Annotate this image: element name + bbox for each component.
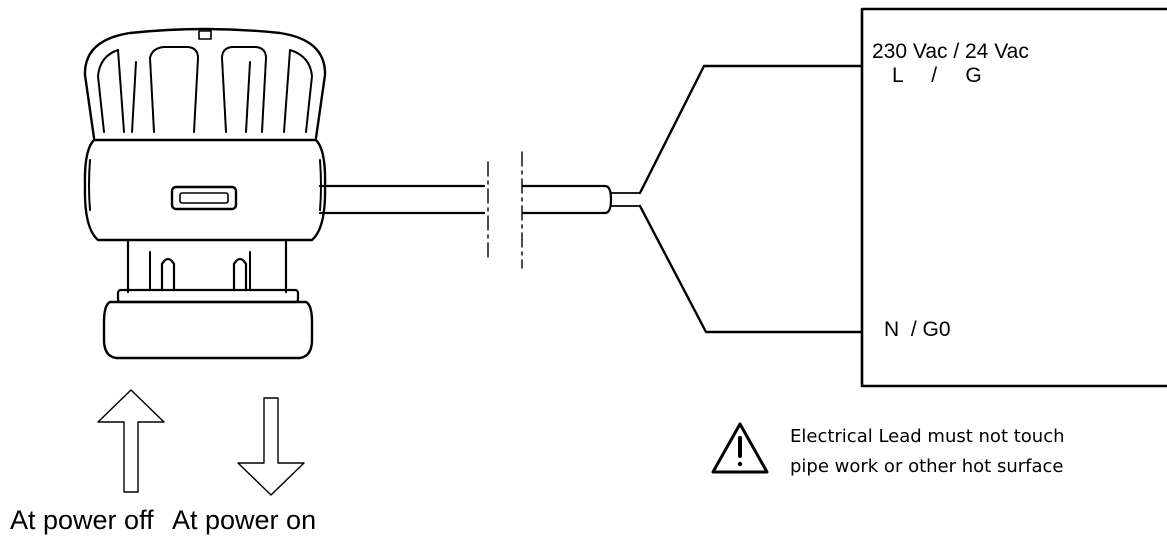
terminal-box [860,7,1167,388]
arrow-up-icon [97,389,165,493]
warning-triangle-icon [711,422,769,474]
power-off-label: At power off [10,505,154,535]
warning-text-line1: Electrical Lead must not touch [790,426,1065,447]
power-on-label: At power on [172,505,317,535]
live-terminal-label: L / G [892,64,983,87]
wires [638,64,864,334]
warning-text-line2: pipe work or other hot surface [790,456,1064,477]
supply-voltage-label: 230 Vac / 24 Vac [872,40,1029,63]
neutral-terminal-label: N / G0 [884,318,951,341]
actuator-head [83,27,327,360]
cable [318,151,641,269]
arrow-down-icon [237,397,305,496]
